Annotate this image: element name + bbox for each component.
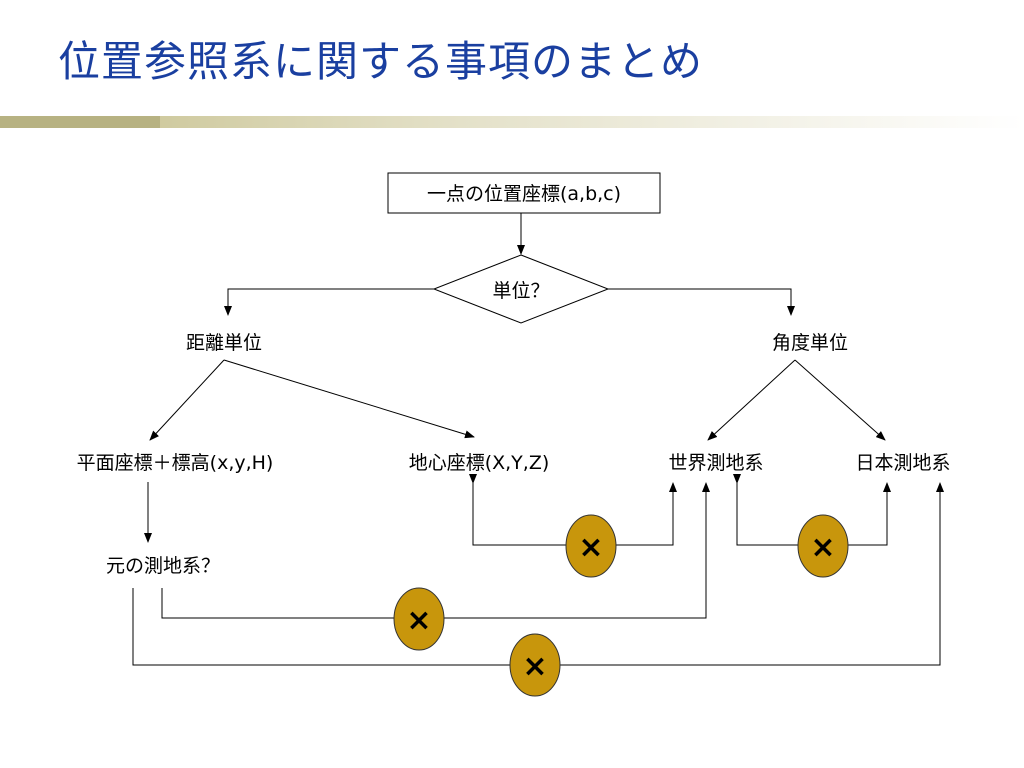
- start-box: [387, 172, 661, 214]
- arrow-angle-to-world: [707, 359, 796, 441]
- cross-mark-geocentric-world: ×: [565, 514, 617, 578]
- cross-mark-world-japan: ×: [797, 514, 849, 578]
- cross-mark-original-world: ×: [393, 587, 445, 651]
- arrow-distance-to-geocentric: [223, 359, 475, 439]
- decision-label: 単位？: [492, 280, 549, 302]
- cross-mark-original-japan: ×: [509, 633, 561, 697]
- title-underline: [0, 116, 1024, 128]
- start-label: 一点の位置座標(a,b,c): [427, 183, 621, 205]
- cross-icon: ×: [578, 530, 603, 565]
- cross-icon: ×: [522, 649, 547, 684]
- original-geodetic-label: 元の測地系？: [106, 555, 220, 577]
- cross-icon: ×: [406, 603, 431, 638]
- angle-unit-label: 角度単位: [772, 332, 848, 354]
- japan-geodetic-label: 日本測地系: [855, 452, 950, 474]
- cross-icon: ×: [810, 530, 835, 565]
- decision-diamond: [432, 254, 610, 324]
- arrow-angle-to-japan: [794, 359, 886, 441]
- title-underline-accent: [0, 116, 160, 128]
- page-title: 位置参照系に関する事項のまとめ: [58, 37, 704, 86]
- arrow-decision-to-distance: [224, 288, 434, 316]
- geocentric-coordinate-label: 地心座標(X,Y,Z): [409, 452, 550, 474]
- arrow-distance-to-plane: [149, 359, 225, 441]
- world-geodetic-label: 世界測地系: [668, 452, 763, 474]
- arrow-decision-to-angle: [608, 288, 795, 316]
- plane-coordinate-label: 平面座標＋標高(x,y,H): [77, 452, 274, 474]
- distance-unit-label: 距離単位: [186, 332, 262, 354]
